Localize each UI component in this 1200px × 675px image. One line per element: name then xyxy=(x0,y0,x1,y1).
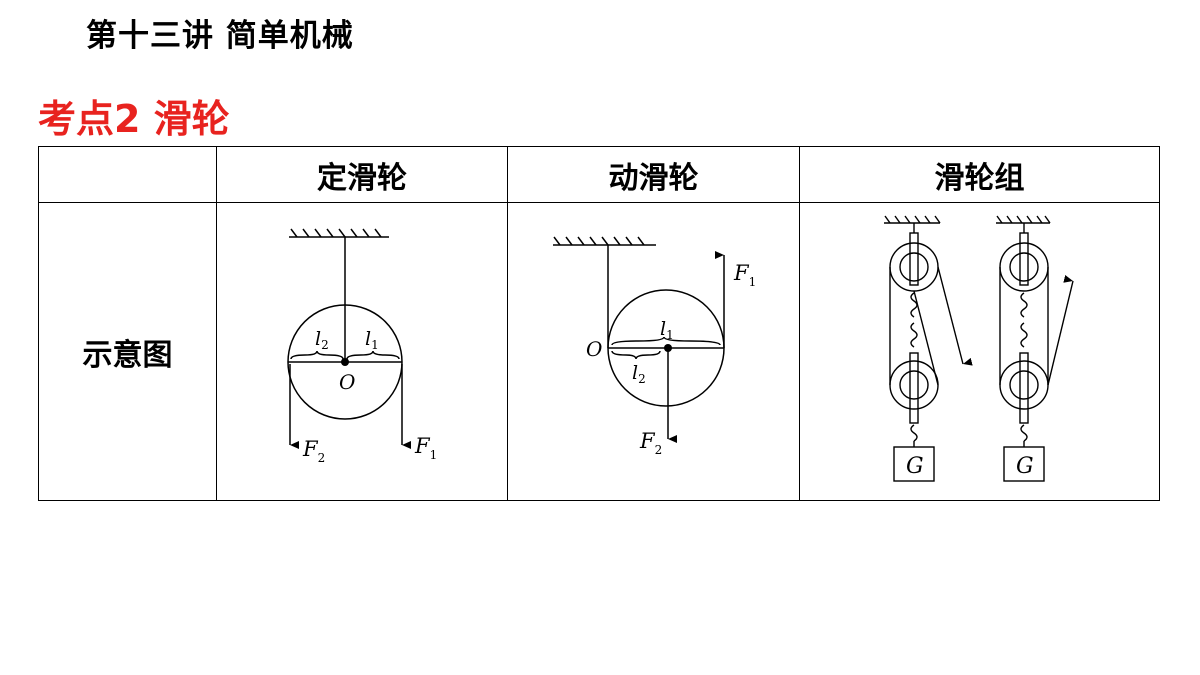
column-pulley-block: 滑轮组 xyxy=(799,146,1160,203)
movable-f1-label: F1 xyxy=(733,261,756,289)
movable-f2-label: F2 xyxy=(639,429,662,457)
lecture-title: 第十三讲 简单机械 xyxy=(86,18,354,54)
fixed-pulley-diagram: l2 l1 O F2 F1 xyxy=(287,228,437,465)
row-label-diagram: 示意图 xyxy=(38,202,217,501)
pulley-block-cell: G G xyxy=(799,202,1160,501)
pulley-block-diagram: G G xyxy=(884,215,1074,482)
fixed-center-label: O xyxy=(339,370,355,394)
fixed-l2-label: l2 xyxy=(315,328,329,352)
topic-heading: 考点2 滑轮 xyxy=(38,97,230,141)
table-corner xyxy=(38,146,217,203)
movable-pivot-label: O xyxy=(586,337,602,361)
table-row: 示意图 xyxy=(38,202,1160,501)
column-movable-pulley: 动滑轮 xyxy=(507,146,800,203)
movable-l2-label: l2 xyxy=(632,362,646,386)
table-header-row: 定滑轮 动滑轮 滑轮组 xyxy=(38,146,1160,203)
fixed-pulley-cell: l2 l1 O F2 F1 xyxy=(216,202,508,501)
movable-l1-label: l1 xyxy=(660,318,674,342)
fixed-f2-label: F2 xyxy=(302,437,325,465)
fixed-f1-label: F1 xyxy=(414,434,437,462)
column-fixed-pulley: 定滑轮 xyxy=(216,146,508,203)
fixed-l1-label: l1 xyxy=(365,328,379,352)
movable-pulley-cell: l1 l2 O F1 F2 xyxy=(507,202,800,501)
pulley-table: 定滑轮 动滑轮 滑轮组 示意图 xyxy=(38,146,1160,501)
load-right-label: G xyxy=(1016,454,1034,479)
load-left-label: G xyxy=(906,454,924,479)
movable-pulley-diagram: l1 l2 O F1 F2 xyxy=(553,236,756,457)
